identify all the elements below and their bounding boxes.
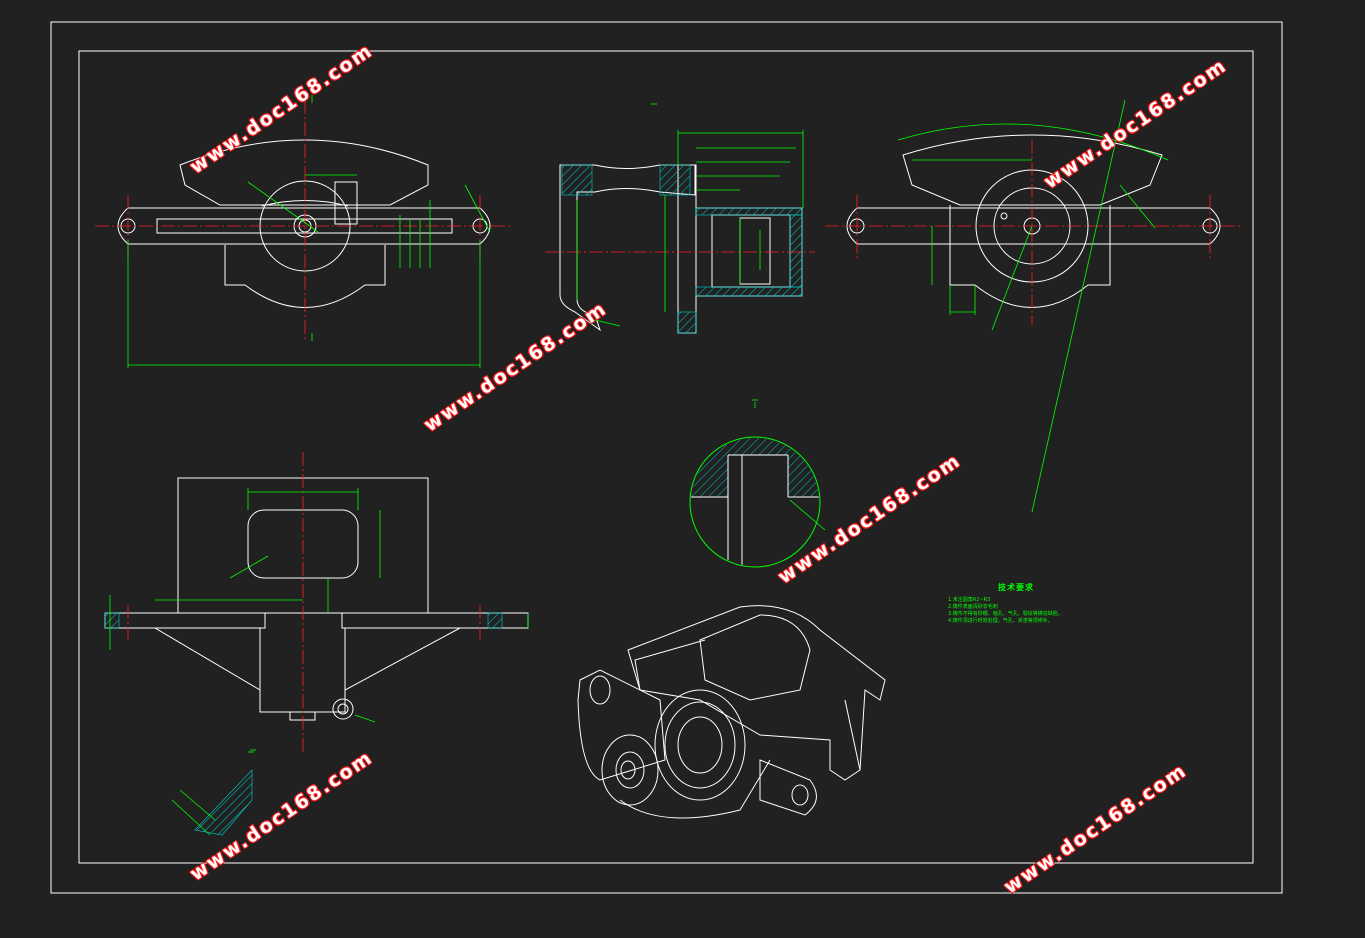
tech-note-line: 3.铸件不得有砂眼、缩孔、气孔、裂纹等铸造缺陷。 bbox=[948, 611, 1063, 617]
small-detail-view bbox=[171, 751, 254, 836]
top-view-centerlines bbox=[127, 452, 481, 752]
front-view-top-arch bbox=[179, 139, 429, 206]
outer-border bbox=[50, 21, 1283, 894]
section-dimensions bbox=[576, 103, 804, 327]
inner-border bbox=[78, 50, 1254, 864]
front-view-boss bbox=[334, 181, 358, 225]
tech-note-line: 4.铸件须进行时效处理，气孔、夹渣等须修补。 bbox=[948, 618, 1053, 624]
front-view bbox=[117, 139, 491, 308]
side-view bbox=[846, 134, 1221, 308]
top-view-pin-hole bbox=[332, 698, 354, 720]
isometric-view bbox=[577, 605, 886, 819]
section-lever-arm bbox=[559, 164, 696, 332]
top-view bbox=[104, 477, 529, 721]
tech-note-line: 2.铸件表面清砂去毛刺 bbox=[948, 604, 998, 610]
top-view-dimensions bbox=[109, 488, 529, 751]
tech-note-line: 1.未注圆角R2~R3 bbox=[948, 597, 991, 603]
section-bore bbox=[711, 214, 791, 288]
side-view-dimensions bbox=[897, 99, 1169, 513]
tech-notes-title: 技术要求 bbox=[998, 583, 1034, 592]
top-view-base bbox=[104, 612, 529, 629]
top-view-hatching bbox=[104, 612, 503, 629]
side-view-centerlines bbox=[825, 140, 1240, 325]
front-view-dimensions bbox=[127, 95, 491, 368]
tech-notes: 技术要求 1.未注圆角R2~R3 2.铸件表面清砂去毛刺 3.铸件不得有砂眼、缩… bbox=[948, 582, 1063, 625]
side-view-top-arch bbox=[902, 134, 1163, 206]
section-hatching bbox=[561, 164, 803, 334]
